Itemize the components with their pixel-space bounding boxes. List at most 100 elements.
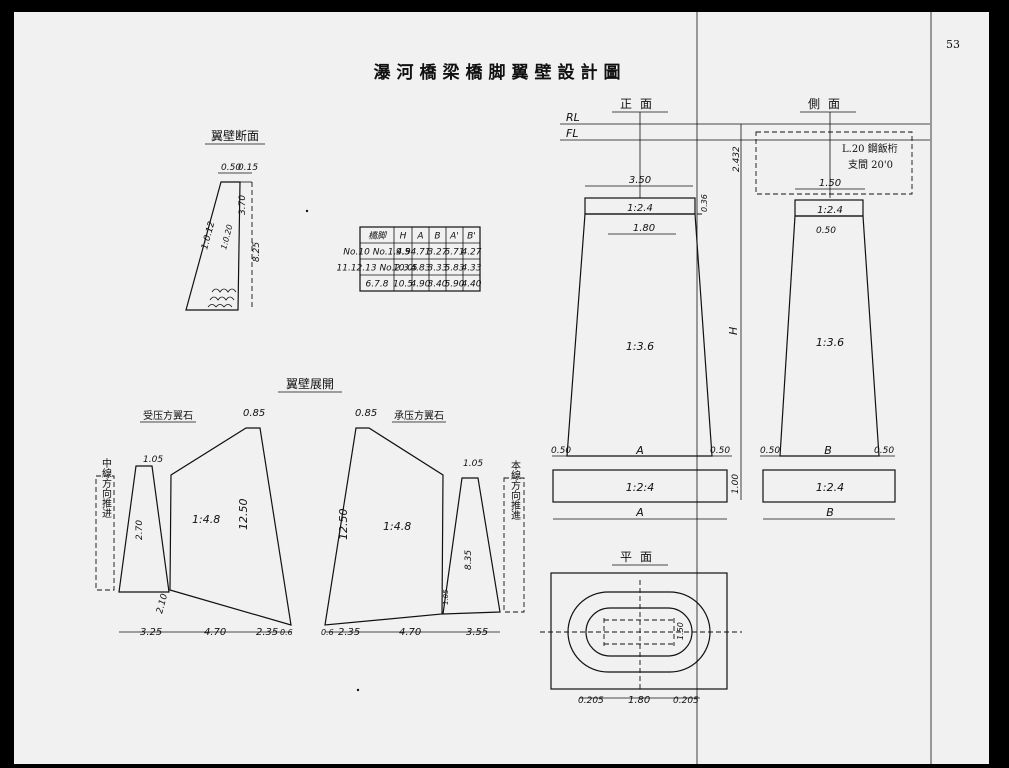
front-base-offset-left: 0.50 <box>551 446 571 456</box>
wing-section-shape <box>185 181 241 311</box>
table-cell: 4.71 <box>410 248 430 258</box>
table-cell: 4.83 <box>410 264 430 274</box>
left-top-dim: 0.85 <box>243 408 265 419</box>
rl-label: RL <box>566 111 580 124</box>
side-base <box>762 469 896 503</box>
right-small-wall <box>442 477 501 615</box>
left-bottom-dim-3: 2.35 <box>256 627 278 638</box>
wing-section-group: 翼壁断面 0.50 0.15 1:0.12 1:0.20 3.70 8.25 <box>185 128 265 311</box>
wing-section-gravel-hatch <box>207 288 237 308</box>
table-cell: 4.27 <box>461 248 481 258</box>
right-low-dim: 1.05 <box>442 589 450 605</box>
table-cell: 4.90 <box>410 280 430 290</box>
left-height-dim: 12.50 <box>237 499 250 531</box>
front-pier-body <box>566 213 713 457</box>
plan-view-label: 平面 <box>620 550 660 564</box>
front-height-label: H <box>727 327 740 335</box>
left-bottom-dim-4: 0.6 <box>280 628 293 637</box>
right-side-note: 本線方向推進 <box>509 459 521 520</box>
side-base-ratio: 1:2.4 <box>816 481 844 494</box>
side-base-label: B <box>824 444 832 457</box>
page-number: 53 <box>946 38 960 51</box>
table-cell: 9.5 <box>396 248 411 258</box>
table-header-cell: A <box>416 232 423 242</box>
girder-note-2: 支間 20'0 <box>848 159 893 171</box>
left-small-wall <box>118 465 170 593</box>
side-base-offset-left: 0.50 <box>760 446 780 456</box>
plan-dim-1: 0.205 <box>578 696 604 706</box>
right-small-height-dim: 8.35 <box>464 550 474 570</box>
table-cell: 10.0 <box>393 264 413 274</box>
front-base <box>552 469 728 503</box>
front-cap-ratio: 1:2.4 <box>627 203 653 214</box>
table-cell: 4.33 <box>461 264 481 274</box>
table-header-cell: 橋脚 <box>368 231 388 242</box>
side-bottom-label: B <box>826 506 834 519</box>
wing-section-dim-top-b: 0.15 <box>238 163 258 173</box>
front-bottom-label: A <box>635 506 644 519</box>
wing-plan-left-label: 受压方翼石 <box>143 409 193 422</box>
table-cell: 10.5 <box>393 280 413 290</box>
wing-section-label: 翼壁断面 <box>211 128 259 143</box>
drawing-sheet <box>14 12 989 764</box>
table-header-cell: A' <box>449 232 459 242</box>
left-side-note: 中線方向推进 <box>100 457 112 518</box>
front-base-ratio: 1:2:4 <box>626 481 654 494</box>
right-height-dim: 12.50 <box>337 509 350 541</box>
side-view-label: 側面 <box>808 97 848 111</box>
table-header-cell: H <box>400 232 407 242</box>
table-cell: 5.90 <box>444 280 464 290</box>
left-low-dim: 2.10 <box>155 593 170 615</box>
front-base-offset-right: 0.50 <box>710 446 730 456</box>
wing-section-dim-side-a: 3.70 <box>238 195 248 215</box>
table-cell: 3.40 <box>427 280 447 290</box>
front-cap-height: 0.36 <box>700 194 709 212</box>
table-cell: 6.7.8 <box>366 280 389 290</box>
drawing-title: 瀑河橋梁橋脚翼壁設計圖 <box>374 62 627 83</box>
right-bottom-dim-3: 4.70 <box>399 627 421 638</box>
wing-section-dim-side-b: 8.25 <box>252 242 262 262</box>
side-base-offset-right: 0.50 <box>874 446 894 456</box>
speck-dot <box>305 209 309 213</box>
left-big-wall <box>169 427 292 626</box>
table-cell: 3.27 <box>427 248 447 258</box>
right-bottom-dim-2: 2.35 <box>338 627 360 638</box>
wing-plan-group: 翼壁展開 受压方翼石 承压方翼石 1.05 2.70 中線方向推进 0.85 1… <box>95 376 525 638</box>
wing-section-slope-a: 1:0.12 <box>200 220 217 251</box>
speck-dot <box>356 688 360 692</box>
plan-inner-dim: 1.50 <box>676 622 685 640</box>
front-top-height: 2.432 <box>732 146 742 172</box>
right-top-dim: 0.85 <box>355 408 377 419</box>
left-bottom-dim-2: 4.70 <box>204 627 226 638</box>
left-bottom-dim-1: 3.25 <box>140 627 162 638</box>
wing-plan-label: 翼壁展開 <box>286 376 334 391</box>
table-cell: 4.40 <box>461 280 481 290</box>
left-slope: 1:4.8 <box>192 513 220 526</box>
front-top-width: 3.50 <box>629 175 651 186</box>
table-header-cell: B <box>434 232 440 242</box>
plan-base <box>550 572 728 690</box>
left-small-height-dim: 2.70 <box>135 520 145 540</box>
front-base-height: 1.00 <box>731 474 741 494</box>
left-small-top-dim: 1.05 <box>143 455 163 465</box>
front-body-ratio: 1:3.6 <box>626 340 654 353</box>
table-cell: 5.83 <box>444 264 464 274</box>
wing-plan-right-label: 承压方翼石 <box>394 409 444 422</box>
right-small-top-dim: 1.05 <box>463 459 483 469</box>
wing-section-dim-top-a: 0.50 <box>221 163 241 173</box>
front-view-label: 正面 <box>620 97 660 111</box>
side-inner-width: 0.50 <box>816 226 836 236</box>
side-body-ratio: 1:3.6 <box>816 336 844 349</box>
side-view-group: 側面 L.20 鋼飯桁 支間 20'0 1.50 1:2.4 0.50 1:3.… <box>755 97 913 520</box>
right-bottom-dim-4: 3.55 <box>466 627 488 638</box>
left-side-note-box <box>95 475 115 591</box>
right-big-wall <box>324 427 444 626</box>
wing-section-slope-b: 1:0.20 <box>219 223 234 250</box>
table-cell: 5.71 <box>444 248 464 258</box>
plan-dim-3: 0.205 <box>673 696 699 706</box>
side-cap-ratio: 1:2.4 <box>817 205 843 216</box>
right-bottom-dim-1: 0.6 <box>321 628 334 637</box>
right-side-note-box <box>503 477 525 613</box>
